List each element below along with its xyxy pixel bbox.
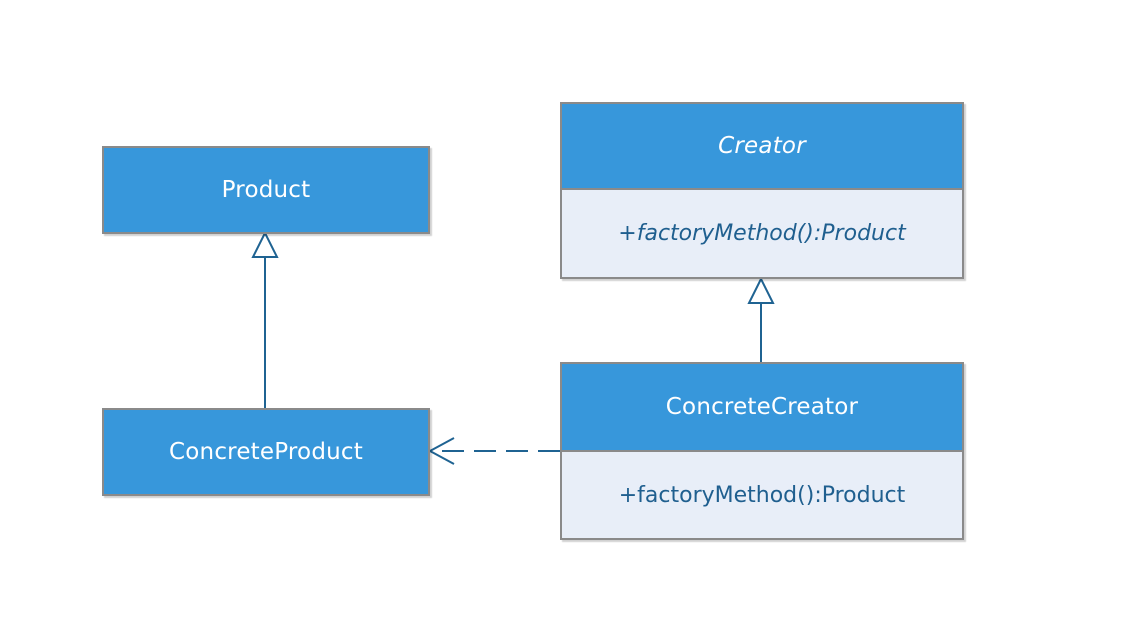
class-concrete-product[interactable]: ConcreteProduct [102,408,430,496]
class-concrete-creator-operation: +factoryMethod():Product [618,482,906,508]
generalization-concreteproduct-to-product [251,230,279,408]
class-concrete-creator-operations: +factoryMethod():Product [562,450,962,538]
dependency-concretecreator-to-concreteproduct [427,437,560,465]
class-product-header: Product [104,148,428,232]
hollow-triangle-arrowhead-icon [251,230,279,258]
hollow-triangle-arrowhead-icon [747,276,775,304]
class-creator-operation: +factoryMethod():Product [618,221,906,246]
class-concrete-creator[interactable]: ConcreteCreator +factoryMethod():Product [560,362,964,540]
class-creator[interactable]: Creator +factoryMethod():Product [560,102,964,279]
generalization-concretecreator-to-creator [747,276,775,362]
open-arrowhead-icon [427,437,455,465]
class-creator-header: Creator [562,104,962,188]
class-concrete-creator-name: ConcreteCreator [665,394,859,420]
class-product-name: Product [221,177,311,203]
class-product[interactable]: Product [102,146,430,234]
class-concrete-creator-header: ConcreteCreator [562,364,962,450]
class-concrete-product-header: ConcreteProduct [104,410,428,494]
class-creator-operations: +factoryMethod():Product [562,188,962,277]
class-concrete-product-name: ConcreteProduct [169,439,363,465]
class-creator-name: Creator [718,133,806,159]
